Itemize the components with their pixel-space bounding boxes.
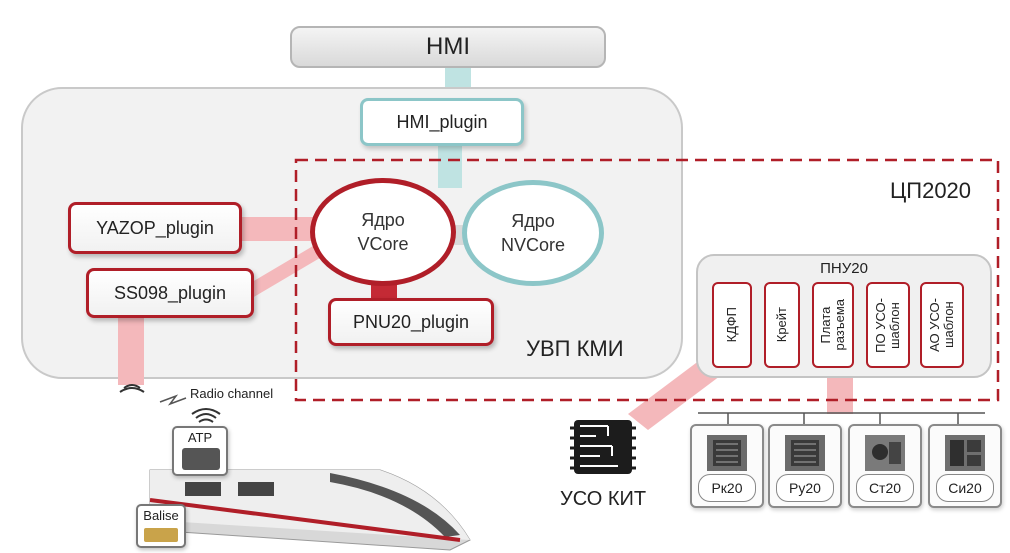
- atp-box: ATP: [172, 426, 228, 476]
- module-krejt-label: Крейт: [774, 307, 789, 343]
- hmi-box[interactable]: HMI: [290, 26, 606, 68]
- module-plata[interactable]: Плата разъема: [812, 282, 854, 368]
- ss098-plugin-box[interactable]: SS098_plugin: [86, 268, 254, 318]
- balise-box: Balise: [136, 504, 186, 548]
- hmi-plugin-box[interactable]: HMI_plugin: [360, 98, 524, 146]
- atp-device-icon: [182, 448, 220, 470]
- module-krejt[interactable]: Крейт: [764, 282, 800, 368]
- device-st20-label: Ст20: [856, 474, 914, 502]
- chip-icon: [570, 420, 636, 474]
- device-st20[interactable]: Ст20: [848, 424, 922, 508]
- nvcore-line2: NVCore: [500, 235, 566, 255]
- balise-device-icon: [144, 528, 178, 542]
- vcore-line2: VCore: [357, 234, 409, 254]
- yazop-plugin-label: YAZOP_plugin: [96, 217, 214, 238]
- module-kdfp-label: КДФП: [724, 307, 739, 343]
- module-plata-label: Плата разъема: [818, 299, 847, 351]
- device-rk20[interactable]: Рк20: [690, 424, 764, 508]
- device-rk20-label: Рк20: [698, 474, 756, 502]
- board-icon: [865, 435, 905, 471]
- device-ru20-label: Ру20: [776, 474, 834, 502]
- pnu20-plugin-label: PNU20_plugin: [352, 311, 470, 332]
- radio-icon: [119, 384, 221, 423]
- balise-label: Balise: [143, 508, 179, 523]
- hmi-plugin-link: [438, 140, 462, 188]
- radio-bolt-icon: [159, 394, 187, 406]
- atp-label: ATP: [187, 430, 213, 445]
- module-ao-uso[interactable]: АО УСО- шаблон: [920, 282, 964, 368]
- nvcore-line1: Ядро: [511, 211, 555, 231]
- device-ru20[interactable]: Ру20: [768, 424, 842, 508]
- vcore-line1: Ядро: [361, 210, 405, 230]
- module-kdfp[interactable]: КДФП: [712, 282, 752, 368]
- module-po-uso-label: ПО УСО- шаблон: [873, 297, 902, 353]
- board-icon: [707, 435, 747, 471]
- vcore-node[interactable]: Ядро VCore: [310, 178, 456, 286]
- board-icon: [945, 435, 985, 471]
- device-si20[interactable]: Си20: [928, 424, 1002, 508]
- pnu-uso-link: [628, 360, 720, 430]
- hmi-label: HMI: [426, 33, 470, 60]
- pnu20-plugin-box[interactable]: PNU20_plugin: [328, 298, 494, 346]
- board-icon: [785, 435, 825, 471]
- pnu20-title: ПНУ20: [820, 260, 868, 277]
- radio-channel-label: Radio channel: [190, 386, 274, 401]
- yazop-link: [240, 217, 320, 241]
- pnu-devices-link: [827, 376, 853, 414]
- ss098-link: [252, 236, 330, 298]
- train-icon: [149, 469, 471, 551]
- uvp-kmi-label: УВП КМИ: [526, 336, 624, 361]
- ss098-plugin-label: SS098_plugin: [113, 282, 227, 303]
- yazop-plugin-box[interactable]: YAZOP_plugin: [68, 202, 242, 254]
- ss098-radio-link: [118, 305, 144, 385]
- module-ao-uso-label: АО УСО- шаблон: [927, 298, 956, 352]
- cp2020-label: ЦП2020: [890, 178, 972, 203]
- hmi-plugin-label: HMI_plugin: [396, 111, 488, 132]
- cp2020-frame: [294, 158, 1000, 402]
- device-si20-label: Си20: [936, 474, 994, 502]
- module-po-uso[interactable]: ПО УСО- шаблон: [866, 282, 910, 368]
- nvcore-node[interactable]: Ядро NVCore: [462, 180, 604, 286]
- uso-kit-label: УСО КИТ: [560, 488, 647, 510]
- vcore-pnu-link: [371, 282, 397, 298]
